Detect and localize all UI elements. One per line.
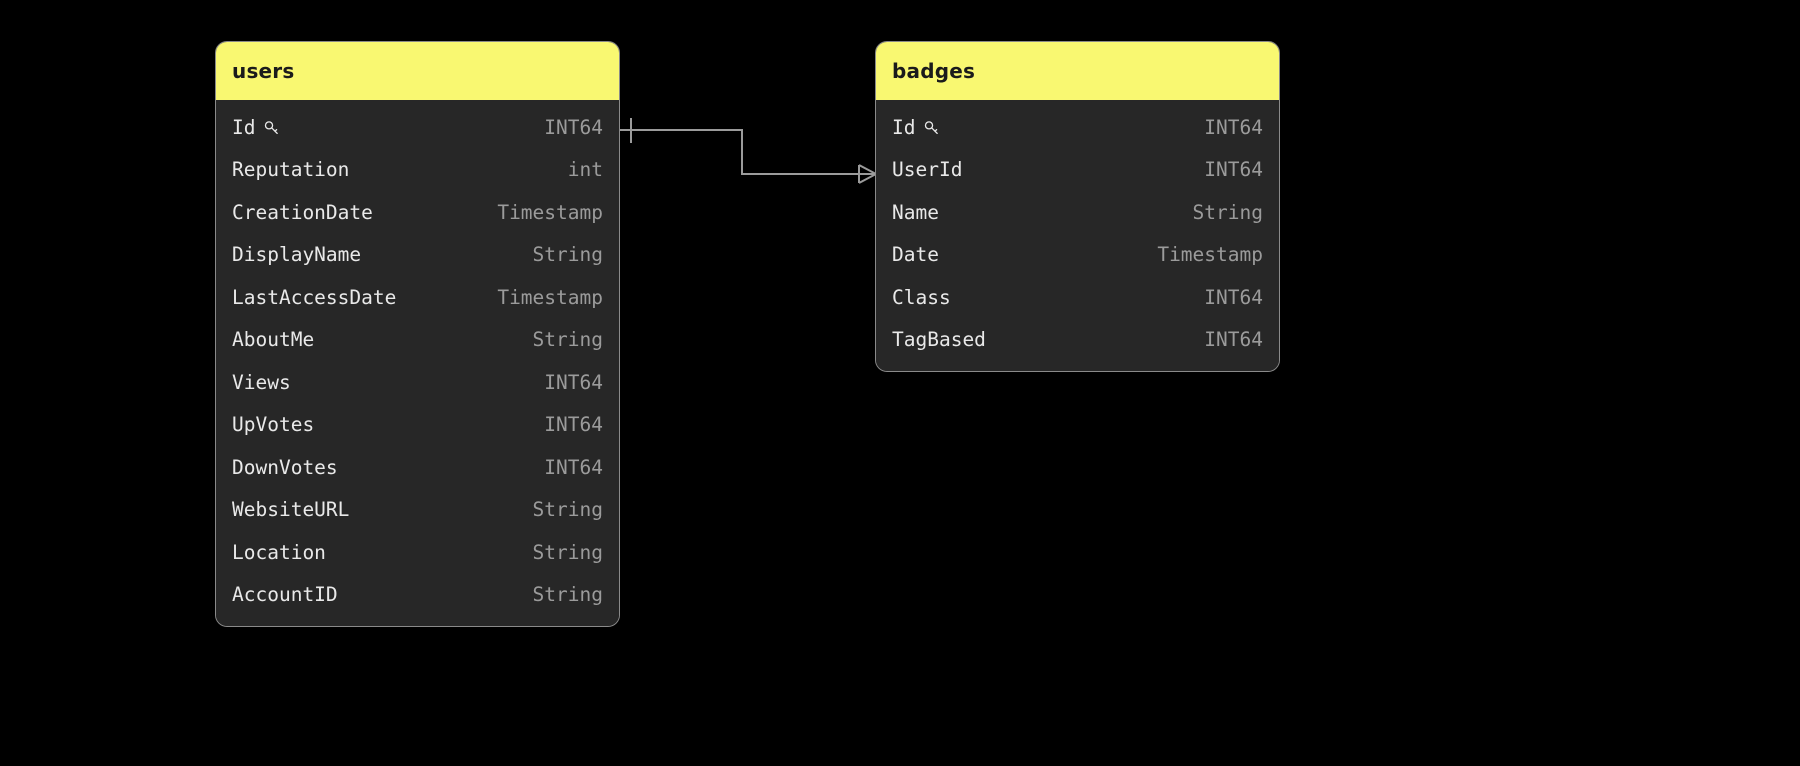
field-row[interactable]: Class INT64 (876, 276, 1279, 319)
field-name-cell: Class (892, 286, 951, 309)
entity-title: badges (892, 59, 976, 83)
field-name: DownVotes (232, 455, 338, 479)
field-type: String (1192, 200, 1263, 224)
field-row[interactable]: DisplayName String (216, 234, 619, 277)
field-row[interactable]: Id INT64 (216, 106, 619, 149)
field-name-cell: CreationDate (232, 201, 373, 224)
entity-title: users (232, 59, 295, 83)
field-row[interactable]: DownVotes INT64 (216, 446, 619, 489)
field-row[interactable]: Name String (876, 191, 1279, 234)
field-name: CreationDate (232, 200, 373, 224)
field-name-cell: Views (232, 371, 291, 394)
field-row[interactable]: UpVotes INT64 (216, 404, 619, 447)
field-name-cell: Reputation (232, 158, 349, 181)
field-type: String (532, 540, 603, 564)
field-name: Reputation (232, 158, 350, 182)
field-type: INT64 (1204, 328, 1263, 352)
field-type: String (532, 583, 603, 607)
crows-foot-marker (858, 164, 877, 184)
relationship-line (620, 129, 876, 175)
field-name: AccountID (232, 583, 338, 607)
field-type: Timestamp (497, 200, 603, 224)
field-type: INT64 (544, 413, 603, 437)
field-type: String (532, 498, 603, 522)
field-name: Date (892, 243, 939, 267)
field-name-cell: AboutMe (232, 328, 314, 351)
field-type: String (532, 328, 603, 352)
field-name: UserId (892, 158, 963, 182)
field-name: Id (232, 115, 256, 139)
entity-header-badges[interactable]: badges (876, 42, 1279, 100)
field-row[interactable]: LastAccessDate Timestamp (216, 276, 619, 319)
field-type: INT64 (544, 115, 603, 139)
field-name-cell: AccountID (232, 583, 338, 606)
field-name: Views (232, 370, 291, 394)
field-row[interactable]: WebsiteURL String (216, 489, 619, 532)
field-name: Location (232, 540, 326, 564)
field-name-cell: LastAccessDate (232, 286, 396, 309)
field-type: INT64 (1204, 285, 1263, 309)
field-name-cell: DownVotes (232, 456, 338, 479)
field-name-cell: Date (892, 243, 939, 266)
field-type: INT64 (1204, 115, 1263, 139)
field-type: Timestamp (1157, 243, 1263, 267)
entity-header-users[interactable]: users (216, 42, 619, 100)
field-name-cell: Id (232, 116, 280, 139)
field-name: Id (892, 115, 916, 139)
field-row[interactable]: Views INT64 (216, 361, 619, 404)
relationship-users-to-badges (620, 118, 877, 184)
field-name-cell: UpVotes (232, 413, 314, 436)
field-name: Name (892, 200, 939, 224)
field-row[interactable]: UserId INT64 (876, 149, 1279, 192)
field-name: LastAccessDate (232, 285, 397, 309)
field-name-cell: Name (892, 201, 939, 224)
field-name: UpVotes (232, 413, 315, 437)
field-row[interactable]: AccountID String (216, 574, 619, 617)
field-row[interactable]: CreationDate Timestamp (216, 191, 619, 234)
field-row[interactable]: TagBased INT64 (876, 319, 1279, 362)
field-name-cell: TagBased (892, 328, 986, 351)
field-type: int (567, 158, 603, 182)
field-row[interactable]: AboutMe String (216, 319, 619, 362)
field-row[interactable]: Reputation int (216, 149, 619, 192)
field-name: AboutMe (232, 328, 315, 352)
field-name: DisplayName (232, 243, 362, 267)
field-type: INT64 (544, 455, 603, 479)
field-name-cell: WebsiteURL (232, 498, 349, 521)
field-name-cell: DisplayName (232, 243, 361, 266)
field-name-cell: Id (892, 116, 940, 139)
field-type: INT64 (544, 370, 603, 394)
field-row[interactable]: Id INT64 (876, 106, 1279, 149)
key-icon (263, 119, 280, 136)
field-row[interactable]: Date Timestamp (876, 234, 1279, 277)
field-name: Class (892, 285, 951, 309)
field-type: String (532, 243, 603, 267)
field-name-cell: Location (232, 541, 326, 564)
field-name-cell: UserId (892, 158, 962, 181)
field-type: Timestamp (497, 285, 603, 309)
field-row[interactable]: Location String (216, 531, 619, 574)
field-name: TagBased (892, 328, 986, 352)
field-type: INT64 (1204, 158, 1263, 182)
key-icon (923, 119, 940, 136)
field-name: WebsiteURL (232, 498, 350, 522)
